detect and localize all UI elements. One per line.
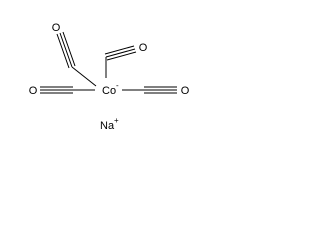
cobalt-atom: Co [102,85,116,97]
oxygen-atom-4: O [181,85,190,97]
triple-bond-c1-o1 [56,31,76,69]
structure-diagram: O O O O Co - Na + [0,0,214,151]
sodium-ion: Na [100,120,115,132]
molecule-drawing: O O O O Co - Na + [29,22,190,132]
oxygen-atom-3: O [29,85,38,97]
oxygen-atom-2: O [139,42,148,54]
sodium-charge: + [114,116,119,125]
cobalt-charge: - [116,81,119,90]
triple-bond-c3-o3 [40,86,73,94]
oxygen-atom-1: O [52,22,61,34]
triple-bond-c2-o2 [104,45,137,61]
bond-co-c1 [71,66,97,87]
triple-bond-c4-o4 [144,86,177,94]
